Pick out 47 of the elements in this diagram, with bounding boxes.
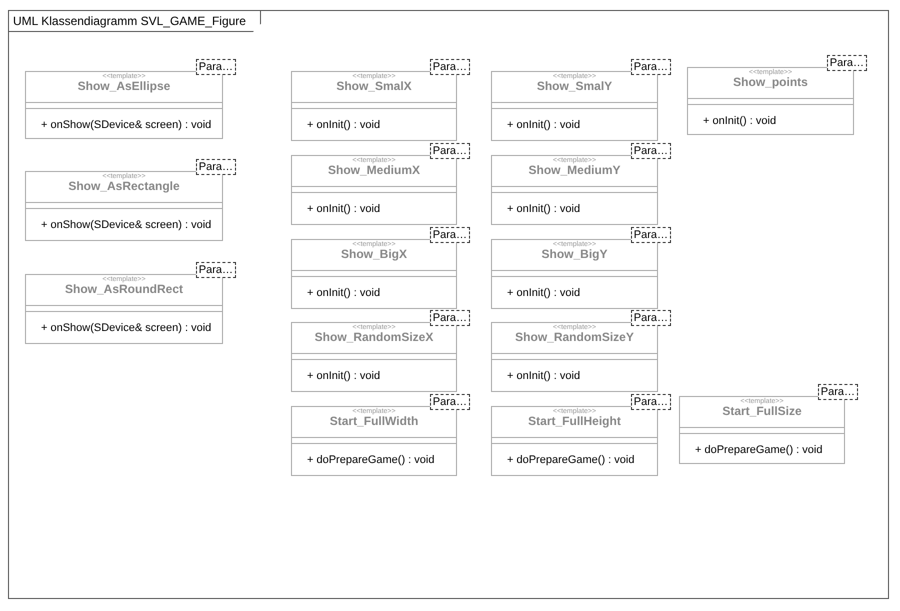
template-parameter: Para… xyxy=(826,55,867,71)
frame-title: UML Klassendiagramm SVL_GAME_Figure xyxy=(9,11,261,32)
operation-text: + onInit() : void xyxy=(307,287,380,299)
diagram-frame xyxy=(8,10,889,599)
class-name: Show_points xyxy=(733,75,808,89)
class-name: Show_BigY xyxy=(541,247,608,261)
class-name: Show_MediumY xyxy=(528,163,620,177)
class-name: Show_AsEllipse xyxy=(78,79,170,93)
operation-text: + onInit() : void xyxy=(507,370,580,382)
class-name: Show_AsRoundRect xyxy=(64,282,183,296)
template-parameter: Para… xyxy=(196,159,236,175)
class-name: Show_SmalX xyxy=(336,79,412,93)
operation-text: + onInit() : void xyxy=(507,203,580,215)
class-name: Show_BigX xyxy=(340,247,407,261)
class-name: Start_FullSize xyxy=(722,404,802,418)
template-parameter: Para… xyxy=(630,143,671,159)
class-name: Show_SmalY xyxy=(536,79,612,93)
template-parameter: Para… xyxy=(430,394,470,410)
template-parameter: Para… xyxy=(630,394,671,410)
operation-text: + onShow(SDevice& screen) : void xyxy=(41,119,212,131)
template-parameter: Para… xyxy=(196,262,236,278)
class-name: Show_AsRectangle xyxy=(68,179,180,193)
template-parameter: Para… xyxy=(430,143,470,159)
class-name: Start_FullWidth xyxy=(330,414,418,428)
operation-text: + onInit() : void xyxy=(307,370,380,382)
operation-text: + onInit() : void xyxy=(507,119,580,131)
operation-text: + onInit() : void xyxy=(507,287,580,299)
template-parameter: Para… xyxy=(196,59,236,75)
operation-text: + onInit() : void xyxy=(703,115,776,127)
operation-text: + doPrepareGame() : void xyxy=(695,444,822,456)
template-parameter: Para… xyxy=(430,310,470,326)
operation-text: + doPrepareGame() : void xyxy=(307,454,434,466)
template-parameter: Para… xyxy=(430,227,470,243)
operation-text: + doPrepareGame() : void xyxy=(507,454,634,466)
operation-text: + onInit() : void xyxy=(307,203,380,215)
template-parameter: Para… xyxy=(818,384,858,400)
class-name: Show_RandomSizeY xyxy=(515,330,634,344)
operation-text: + onShow(SDevice& screen) : void xyxy=(41,322,212,334)
template-parameter: Para… xyxy=(630,310,671,326)
class-name: Show_MediumX xyxy=(328,163,420,177)
class-name: Start_FullHeight xyxy=(528,414,621,428)
operation-text: + onShow(SDevice& screen) : void xyxy=(41,219,212,231)
template-parameter: Para… xyxy=(630,227,671,243)
template-parameter: Para… xyxy=(630,59,671,75)
template-parameter: Para… xyxy=(430,59,470,75)
class-name: Show_RandomSizeX xyxy=(314,330,434,344)
operation-text: + onInit() : void xyxy=(307,119,380,131)
